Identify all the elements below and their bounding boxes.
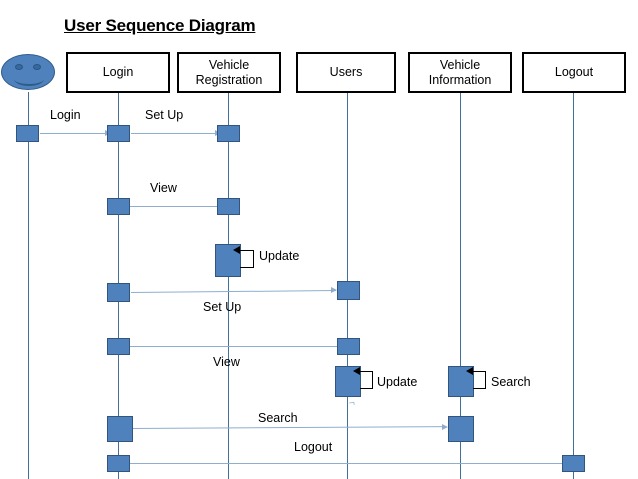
participant-users[interactable]: Users (296, 52, 396, 93)
activation-login-2 (107, 198, 130, 215)
self-message-loop-search-1 (473, 371, 486, 389)
message-arrow-set-up-1 (131, 133, 221, 134)
message-label-update-1: Update (259, 249, 300, 263)
smiley-left-eye-icon (15, 64, 23, 70)
message-arrow-search-2 (130, 426, 446, 429)
activation-vehicle-registration-1 (217, 125, 240, 142)
activation-vehicle-registration-2 (217, 198, 240, 215)
message-label-search-1: Search (491, 375, 531, 389)
activation-login-6 (107, 455, 130, 472)
lifeline-logout (573, 93, 574, 479)
message-label-logout: Logout (294, 440, 333, 454)
smiley-face-icon (1, 54, 55, 90)
participant-logout[interactable]: Logout (522, 52, 626, 93)
activation-users-2 (337, 338, 360, 355)
smiley-mouth-icon (14, 72, 44, 86)
message-label-view-1: View (150, 181, 177, 195)
lifeline-actor (28, 92, 29, 479)
message-label-set-up-1: Set Up (145, 108, 184, 122)
lifeline-vehicle-registration (228, 93, 229, 479)
message-label-view-2: View (213, 355, 240, 369)
activation-login-5 (107, 416, 133, 442)
message-arrow-view-1 (128, 206, 218, 207)
message-label-update-2: Update (377, 375, 418, 389)
self-message-loop-update-2 (360, 371, 373, 389)
activation-login-4 (107, 338, 130, 355)
participant-vehicle-registration[interactable]: Vehicle Registration (177, 52, 281, 93)
participant-vehicle-information[interactable]: Vehicle Information (408, 52, 512, 93)
message-arrow-set-up-2 (130, 290, 336, 293)
message-arrow-login (40, 133, 110, 134)
arrowhead-search-1 (466, 367, 473, 375)
arrowhead-update-1 (233, 246, 240, 254)
activation-logout-1 (562, 455, 585, 472)
activation-actor-1 (16, 125, 39, 142)
message-label-login: Login (50, 108, 81, 122)
message-arrow-logout (128, 463, 563, 464)
page-title: User Sequence Diagram (64, 16, 256, 35)
arrowhead-update-2 (353, 367, 360, 375)
self-message-loop-update-1 (240, 250, 254, 268)
lifeline-vehicle-information (460, 93, 461, 479)
smiley-right-eye-icon (33, 64, 41, 70)
arrowhead-search-2 (442, 424, 448, 430)
message-arrow-view-2 (128, 346, 338, 347)
message-label-set-up-2: Set Up (203, 300, 242, 314)
stray-mark-users: ¬ (348, 397, 356, 410)
activation-users-1 (337, 281, 360, 300)
activation-login-3 (107, 283, 130, 302)
message-label-search-2: Search (258, 411, 298, 425)
activation-login-1 (107, 125, 130, 142)
activation-vehicle-information-2 (448, 416, 474, 442)
participant-login[interactable]: Login (66, 52, 170, 93)
arrowhead-set-up-2 (331, 287, 337, 293)
